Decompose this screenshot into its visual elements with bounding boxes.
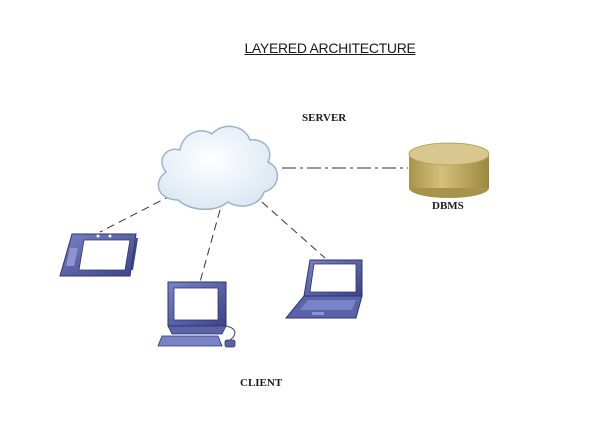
- connector-cloud-tablet: [99, 194, 173, 233]
- dbms-label: DBMS: [432, 200, 464, 212]
- database-cylinder-icon: [408, 142, 490, 198]
- laptop-icon: [284, 259, 363, 319]
- tablet-icon: [59, 233, 138, 277]
- connectors: [99, 167, 408, 283]
- diagram-title: LAYERED ARCHITECTURE: [244, 40, 416, 56]
- client-label: CLIENT: [240, 377, 283, 389]
- cloud-icon: [157, 125, 278, 210]
- desktop-computer-icon: [157, 281, 236, 348]
- connector-cloud-laptop: [261, 201, 326, 259]
- server-label: SERVER: [302, 112, 347, 124]
- connector-cloud-desktop: [199, 209, 221, 283]
